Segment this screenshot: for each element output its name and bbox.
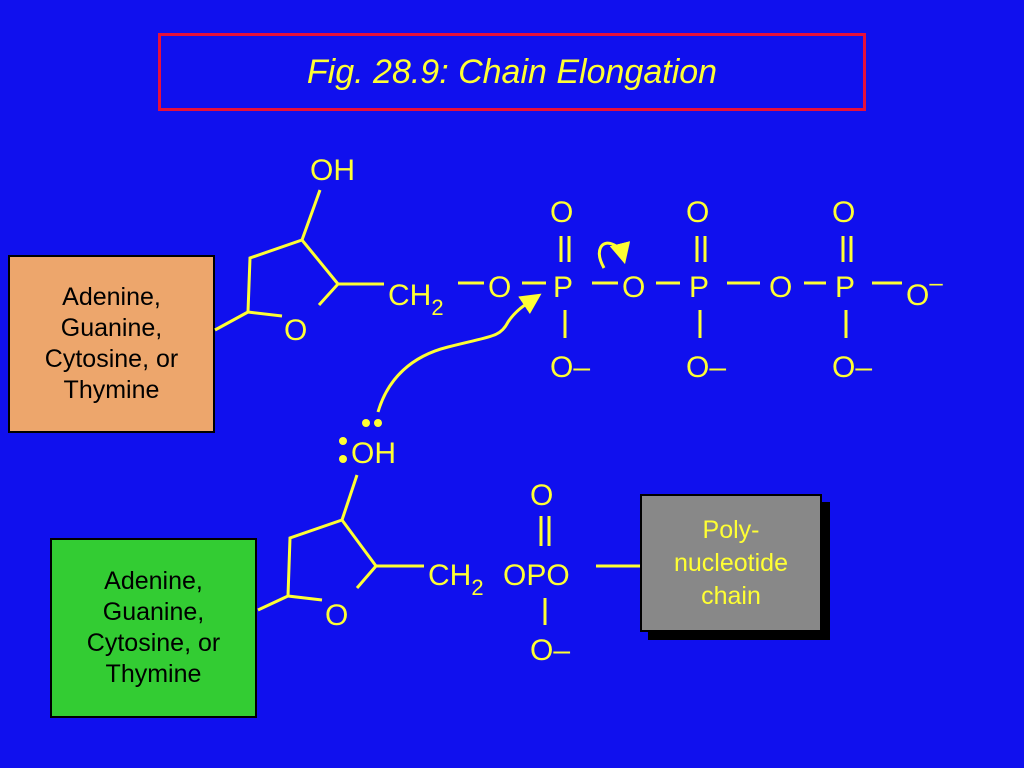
chain-line: chain bbox=[701, 581, 761, 610]
base-bottom-line: Thymine bbox=[105, 660, 202, 688]
lone-pair-dot bbox=[339, 455, 347, 463]
figure-title: Fig. 28.9: Chain Elongation bbox=[306, 52, 718, 91]
base-top-line: Cytosine, or bbox=[44, 345, 179, 373]
top-atom-labels: OH O CH2 O P O P O P O– O O O O– O– O– bbox=[284, 154, 943, 384]
attack-arrow bbox=[376, 293, 542, 413]
atom-top-ring-o: O bbox=[284, 314, 307, 347]
atom-ch2-bottom: CH2 bbox=[428, 559, 484, 600]
top-base-bond bbox=[214, 310, 249, 332]
atom-opo: OPO bbox=[503, 559, 570, 592]
atom-o-double-alpha: O bbox=[550, 196, 573, 229]
atom-ch2-top: CH2 bbox=[388, 279, 444, 320]
atom-bottom-double-o: O bbox=[530, 479, 553, 512]
bottom-oh-bond bbox=[340, 474, 359, 521]
atom-bottom-o-minus: O– bbox=[530, 634, 570, 667]
bottom-ring-bonds bbox=[286, 518, 378, 602]
atom-p-beta: P bbox=[689, 271, 709, 304]
base-top-line: Guanine, bbox=[60, 314, 163, 342]
base-bottom-line: Cytosine, or bbox=[86, 629, 221, 657]
atom-o-bridge2: O bbox=[769, 271, 792, 304]
atom-o-ester: O bbox=[488, 271, 511, 304]
base-bottom-line: Adenine, bbox=[104, 567, 203, 595]
atom-p-gamma: P bbox=[835, 271, 855, 304]
lone-pair-dot bbox=[362, 419, 370, 427]
atom-top-oh: OH bbox=[310, 154, 355, 187]
atom-o-minus-beta: O– bbox=[686, 351, 726, 384]
atom-o-minus-alpha: O– bbox=[550, 351, 590, 384]
atom-o-terminal: O– bbox=[906, 270, 943, 312]
bottom-atom-labels: OH O CH2 OPO O O– bbox=[325, 437, 570, 667]
base-label-top: Adenine, Guanine, Cytosine, or Thymine bbox=[8, 255, 215, 433]
top-nucleotide bbox=[214, 189, 902, 338]
atom-o-double-gamma: O bbox=[832, 196, 855, 229]
atom-o-double-beta: O bbox=[686, 196, 709, 229]
atom-o-bridge1: O bbox=[622, 271, 645, 304]
base-label-bottom: Adenine, Guanine, Cytosine, or Thymine bbox=[50, 538, 257, 718]
bottom-nucleotide bbox=[257, 474, 640, 625]
bottom-base-bond bbox=[257, 594, 289, 612]
atom-p-alpha: P bbox=[553, 271, 573, 304]
cleavage-arrow bbox=[598, 241, 631, 269]
atom-bottom-ring-o: O bbox=[325, 599, 348, 632]
base-top-line: Adenine, bbox=[62, 283, 161, 311]
title-box: Fig. 28.9: Chain Elongation bbox=[158, 33, 866, 111]
atom-o-minus-gamma: O– bbox=[832, 351, 872, 384]
lone-pair-dot bbox=[339, 437, 347, 445]
lone-pair-dot bbox=[374, 419, 382, 427]
atom-nucleophile-oh: OH bbox=[351, 437, 396, 470]
top-ring-bonds bbox=[246, 238, 340, 318]
chain-line: Poly- bbox=[702, 515, 760, 544]
base-bottom-line: Guanine, bbox=[102, 598, 205, 626]
base-top-line: Thymine bbox=[63, 376, 160, 404]
polynucleotide-chain-box: Poly- nucleotide chain bbox=[640, 494, 822, 632]
chain-line: nucleotide bbox=[674, 548, 788, 577]
top-oh-bond bbox=[300, 189, 322, 241]
lone-pair-dots bbox=[339, 419, 382, 463]
